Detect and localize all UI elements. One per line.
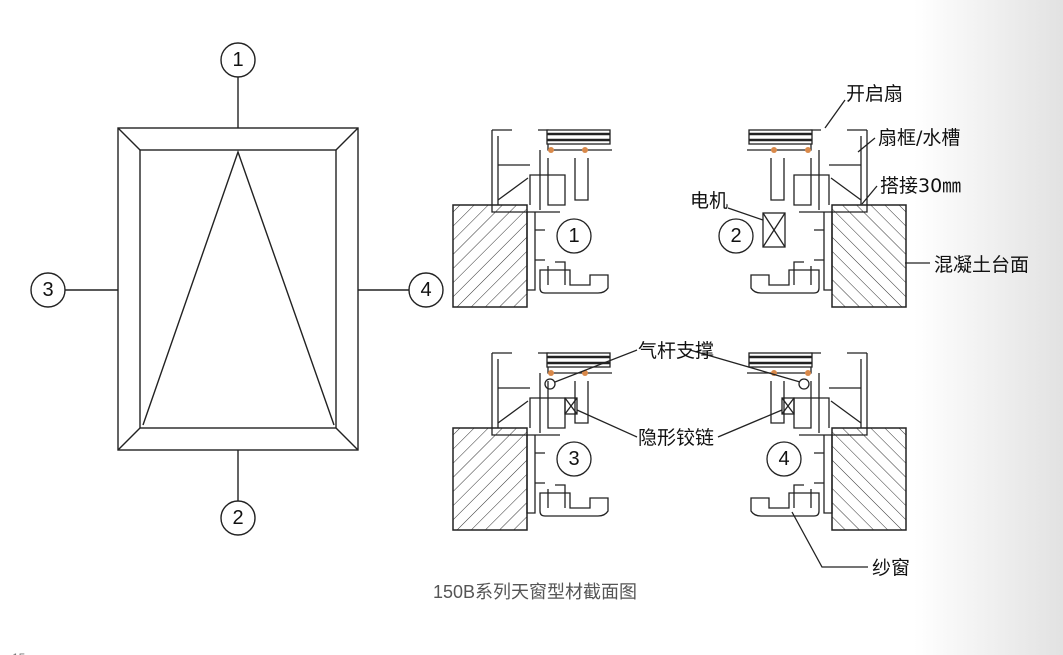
label-sash: 开启扇 (846, 83, 903, 105)
label-motor: 电机 (690, 190, 728, 212)
section-callout-4: 4 (778, 448, 789, 470)
section-callout-2: 2 (730, 225, 741, 247)
callout-1: 1 (232, 49, 243, 71)
callout-3: 3 (42, 279, 53, 301)
section-2 (745, 128, 908, 309)
section-3 (451, 351, 614, 532)
callout-4: 4 (420, 279, 431, 301)
page-number: 15 (12, 651, 26, 655)
section-4 (745, 351, 908, 532)
diagram-caption: 150B系列天窗型材截面图 (433, 582, 637, 602)
section-callout-3: 3 (568, 448, 579, 470)
window-elevation (30, 42, 444, 536)
label-screen: 纱窗 (872, 557, 910, 579)
label-gas-strut: 气杆支撑 (638, 340, 714, 362)
section-callout-1: 1 (568, 225, 579, 247)
label-concrete-sill: 混凝土台面 (934, 254, 1029, 276)
label-sash-frame-gutter: 扇框/水槽 (878, 127, 960, 149)
section-1 (451, 128, 614, 309)
motor-symbol (762, 212, 786, 248)
label-hidden-hinge: 隐形铰链 (638, 427, 714, 449)
label-overlap: 搭接30㎜ (880, 175, 961, 197)
callout-2: 2 (232, 507, 243, 529)
